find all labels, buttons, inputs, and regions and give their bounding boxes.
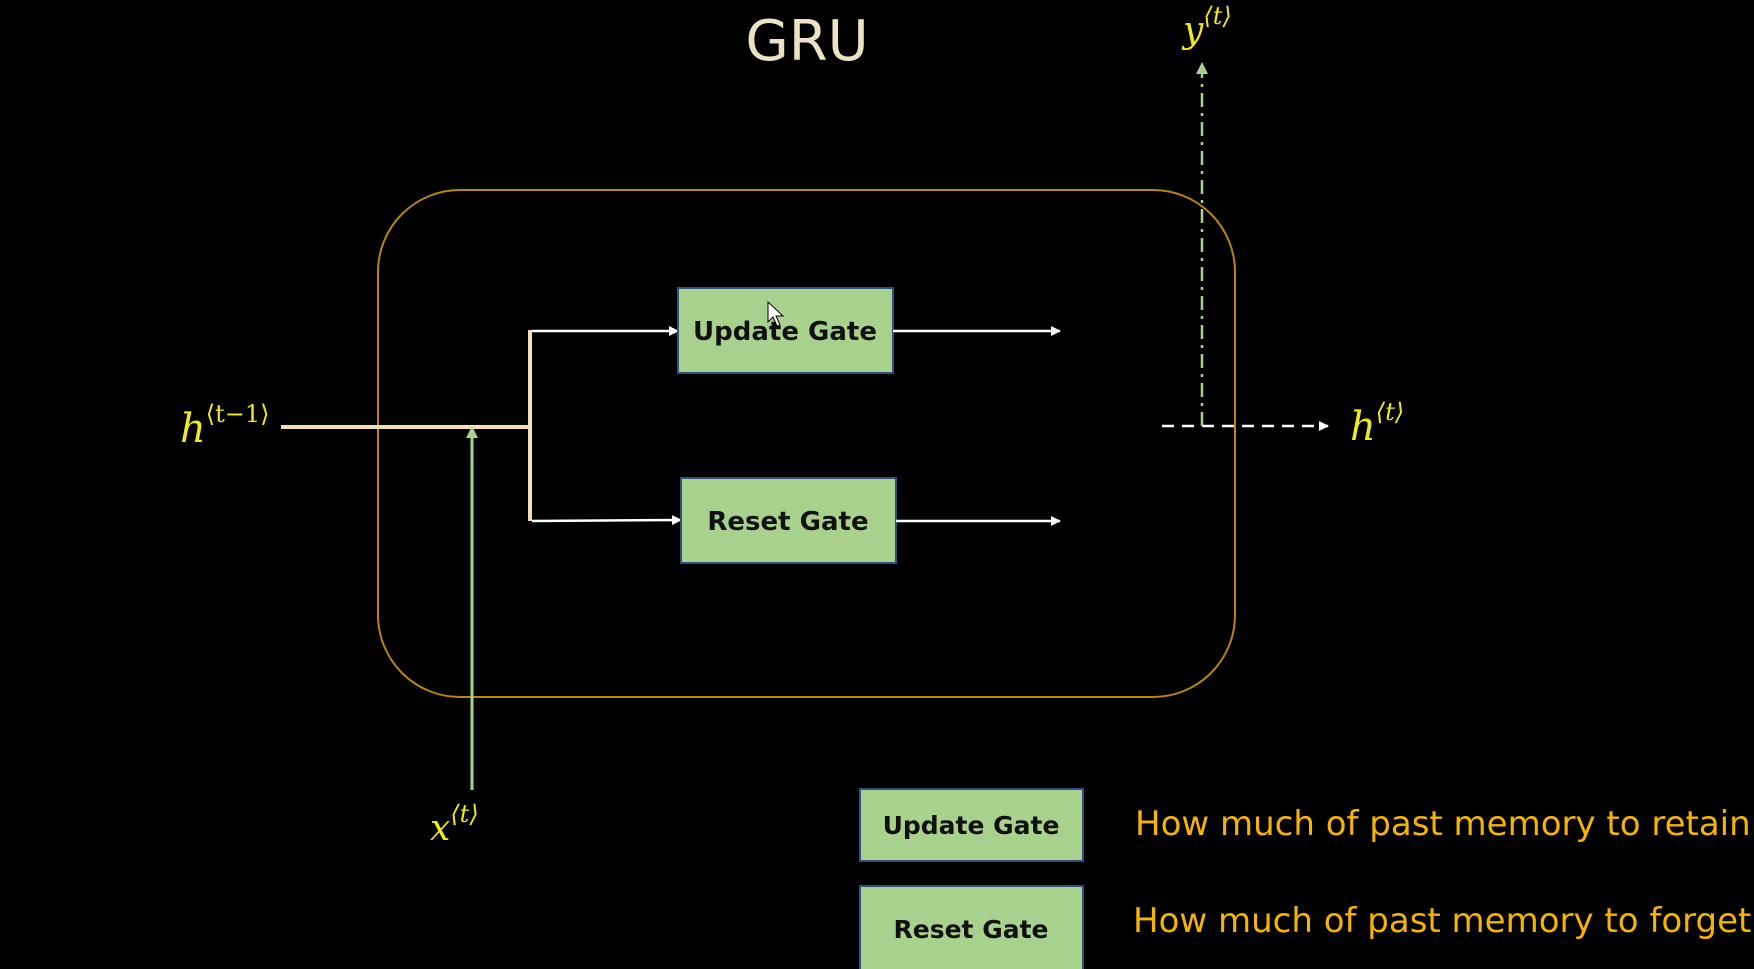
- output-y-label: y⟨t⟩: [1181, 2, 1232, 51]
- legend-update-gate-description: How much of past memory to retain: [1135, 804, 1751, 844]
- legend-reset-gate-label: Reset Gate: [894, 915, 1049, 944]
- hidden-output-label: h⟨t⟩: [1350, 398, 1404, 450]
- input-x-label: x⟨t⟩: [430, 800, 479, 849]
- reset-gate-box: [680, 477, 897, 564]
- update-gate-box: [677, 287, 894, 374]
- gru-cell-boundary: [377, 189, 1236, 698]
- diagram-title: GRU: [745, 9, 868, 74]
- arrow-to-reset-gate: [531, 515, 682, 526]
- legend-reset-gate-box: [859, 885, 1084, 969]
- legend-reset-gate-description: How much of past memory to forget: [1133, 901, 1751, 941]
- legend-update-gate-box: [859, 788, 1084, 862]
- legend-update-gate-label: Update Gate: [883, 811, 1060, 840]
- prev-hidden-label: h⟨t−1⟩: [180, 400, 270, 452]
- update-gate-label: Update Gate: [693, 317, 877, 347]
- legend: Update Gate How much of past memory to r…: [859, 788, 1751, 969]
- reset-gate-label: Reset Gate: [707, 507, 868, 537]
- mouse-cursor-icon: [767, 300, 785, 327]
